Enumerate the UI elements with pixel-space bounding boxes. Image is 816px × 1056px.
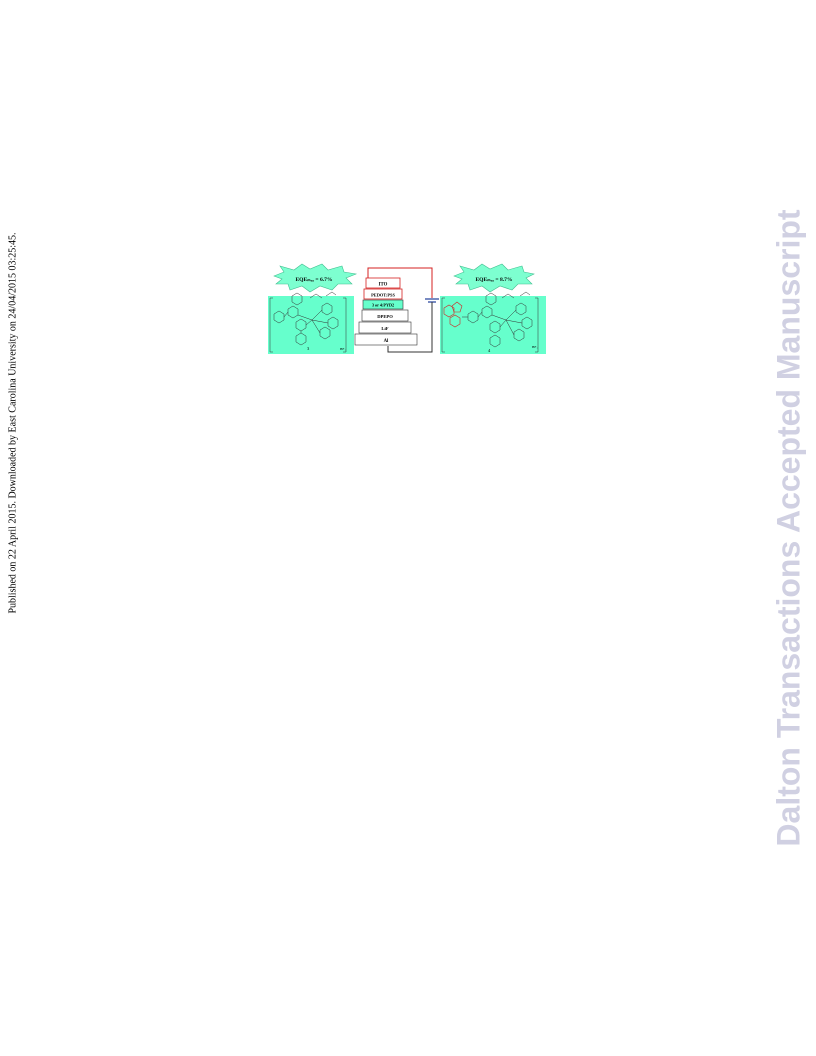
- journal-watermark: Dalton Transactions Accepted Manuscript: [764, 205, 814, 850]
- watermark-text: Dalton Transactions Accepted Manuscript: [770, 208, 807, 847]
- layer-ito-label: ITO: [379, 283, 388, 288]
- left-compound-panel: [268, 296, 354, 354]
- left-efficiency-burst: [273, 263, 358, 293]
- right-compound-structure: [441, 291, 539, 353]
- layer-lif: [358, 321, 412, 334]
- right-burst-label: EQEₘₐₓ = 8.7%: [475, 277, 513, 283]
- right-efficiency-burst: [453, 263, 535, 293]
- left-counter-anion: BF₄: [340, 347, 346, 351]
- layer-dpepo: [361, 309, 409, 322]
- layer-emissive: [362, 299, 404, 310]
- layer-emissive-label: 3 or 4:PYD2: [372, 303, 394, 308]
- left-burst-label: EQEₘₐₓ = 6.7%: [295, 277, 333, 283]
- layer-al-label: Al: [384, 339, 389, 344]
- layer-ito: [365, 277, 401, 289]
- layer-dpepo-label: DPEPO: [377, 314, 393, 319]
- carbazole-highlight: [443, 301, 463, 328]
- publication-note-text: Published on 22 April 2015. Downloaded b…: [7, 232, 19, 614]
- circuit-wire: [367, 267, 439, 353]
- layer-pedot-label: PEDOT:PSS: [371, 293, 395, 298]
- right-compound-label: 4: [488, 348, 491, 353]
- left-compound-structure: [269, 291, 347, 353]
- layer-al: [354, 333, 418, 346]
- left-compound-label: 3: [307, 346, 310, 351]
- right-compound-panel: [440, 296, 546, 354]
- publication-sidebar-note: Published on 22 April 2015. Downloaded b…: [4, 232, 22, 614]
- toc-graphic-svg: EQEₘₐₓ = 6.7% EQEₘₐₓ = 8.7% 3: [268, 263, 546, 354]
- right-counter-anion: BF₄: [532, 345, 538, 349]
- oled-device-stack: ITO PEDOT:PSS 3 or 4:PYD2 DPEPO LiF Al: [354, 277, 418, 346]
- layer-pedot: [363, 288, 403, 300]
- toc-graphic: EQEₘₐₓ = 6.7% EQEₘₐₓ = 8.7% 3: [266, 262, 548, 358]
- layer-lif-label: LiF: [381, 326, 388, 331]
